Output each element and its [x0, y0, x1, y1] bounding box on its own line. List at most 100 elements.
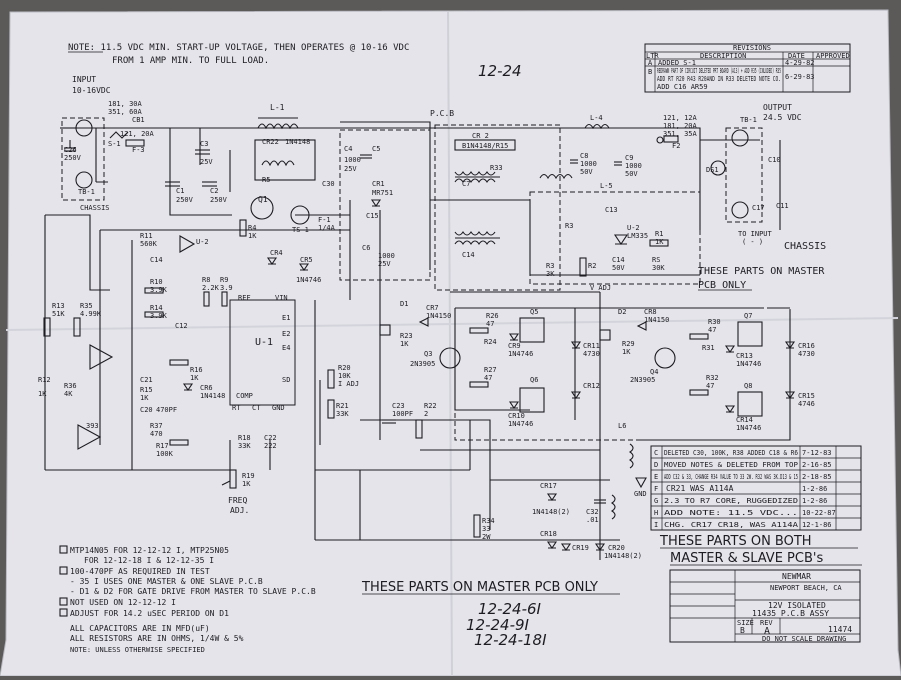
- c15-label: C15: [366, 212, 379, 220]
- output-section: OUTPUT 24.5 VDC 121, 12A 181, 20A 351, 3…: [656, 103, 826, 252]
- u1-box: [229, 299, 296, 406]
- r10-val: 3.9K: [150, 286, 168, 294]
- freq-adj-label: FREQ: [228, 496, 247, 505]
- rev-col-date: DATE: [788, 52, 805, 60]
- r20-val: 10K: [338, 372, 351, 380]
- cr10-label: CR10: [508, 412, 525, 420]
- cr8-type: 1N4150: [644, 316, 669, 324]
- cr17-type: 1N4148(2): [532, 508, 570, 516]
- u2-left-label: U-2: [196, 238, 209, 246]
- cr22-type: 1N4148: [285, 138, 310, 146]
- ct-d-date: 2-16-85: [802, 461, 832, 469]
- r8-label: R8: [202, 276, 210, 284]
- r15-val: 1K: [140, 394, 149, 402]
- r37-label: R37: [150, 422, 163, 430]
- note-8: ALL RESISTORS ARE IN OHMS, 1/4W & 5%: [70, 634, 244, 643]
- to-input-sign: ( - ): [742, 238, 763, 246]
- q5-symbol: [519, 317, 545, 343]
- r3-label-left: R3: [565, 222, 573, 230]
- l4-label: L-4: [590, 114, 603, 122]
- drawing-title-2: 11435 P.C.B ASSY: [752, 609, 829, 618]
- r1-val: 1K: [655, 238, 664, 246]
- cr11-val: 4730: [583, 350, 600, 358]
- r13-label: R13: [52, 302, 65, 310]
- q1-area: Q1 TS-1 R4 1K R5 F-1 1/4A C30 CR1 MR751 …: [239, 176, 395, 284]
- l1-label: L-1: [270, 103, 285, 112]
- r37-val: 470: [150, 430, 163, 438]
- r19-label: R19: [242, 472, 255, 480]
- r20-label: R20: [338, 364, 351, 372]
- ct-d-desc: MOVED NOTES & DELETED FROM TOP: [664, 461, 798, 469]
- r9-val: 3.9: [220, 284, 233, 292]
- c14-v: 50V: [612, 264, 625, 272]
- f1-val: 1/4A: [318, 224, 336, 232]
- inductor-l1: L-1: [257, 103, 299, 130]
- revisions-table: REVISIONS LTR DESCRIPTION DATE APPROVED …: [644, 43, 851, 93]
- q5-label: Q5: [530, 308, 538, 316]
- cr14-type: 1N4746: [736, 424, 761, 432]
- svg-text:COMP: COMP: [236, 392, 253, 400]
- rev-b-desc: REDRAWN PART OF CIRCUIT DELETED PRT BOAR…: [657, 67, 781, 75]
- svg-text:REF: REF: [238, 294, 251, 302]
- q1-label: Q1: [258, 195, 268, 204]
- cr11-label: CR11: [583, 342, 600, 350]
- r8-val: 2.2K: [202, 284, 220, 292]
- r15-label: R15: [140, 386, 153, 394]
- ct-f-ltr: F: [654, 485, 658, 493]
- r29-label: R29: [622, 340, 635, 348]
- cr22-label: CR22: [262, 138, 279, 146]
- ct-h-date: 10-22-87: [802, 509, 836, 517]
- r32-val: 47: [706, 382, 714, 390]
- c6-val: 1000: [378, 252, 395, 260]
- r22-val: 2: [424, 410, 428, 418]
- input-label: INPUT: [72, 75, 96, 84]
- v-adj-label: V ADJ: [590, 284, 611, 292]
- note-line-1: NOTE: 11.5 VDC MIN. START-UP VOLTAGE, TH…: [68, 43, 409, 53]
- size-label: SIZE: [737, 619, 754, 627]
- caps-left: C1 250V C2 250V C3 25V: [165, 140, 228, 204]
- cr5-type: 1N4746: [296, 276, 321, 284]
- out-fuse-2: 181, 20A: [663, 122, 698, 130]
- cr14-label: CR14: [736, 416, 753, 424]
- s1-label: S-1: [108, 140, 121, 148]
- svg-text:CT: CT: [252, 404, 261, 412]
- rev-a-desc: ADDED S-1: [658, 59, 696, 67]
- r20-area: R20 10K I ADJ R21 33K C23 100PF R22 2: [327, 364, 437, 439]
- ct-c-ltr: C: [654, 449, 658, 457]
- svg-text:RT: RT: [232, 404, 241, 412]
- q8-label: Q8: [744, 382, 752, 390]
- rev-col-ltr: LTR: [646, 52, 659, 60]
- cr15-label: CR15: [798, 392, 815, 400]
- rev-b-ltr: B: [648, 68, 652, 76]
- transformer: CR 2 B1N4148/R15 R33 C7 C14: [454, 132, 516, 259]
- r10-label: R10: [150, 278, 163, 286]
- r22-label: R22: [424, 402, 437, 410]
- master-slave-region: [454, 307, 791, 441]
- note-9: NOTE: UNLESS OTHERWISE SPECIFIED: [70, 646, 205, 654]
- ct-h-ltr: H: [654, 509, 658, 517]
- l6-label: L6: [618, 422, 626, 430]
- r29-val: 1K: [622, 348, 631, 356]
- c3-label: C3: [200, 140, 208, 148]
- rs-label: RS: [652, 256, 660, 264]
- company-city: NEWPORT BEACH, CA: [770, 584, 842, 592]
- cr7-label: CR7: [426, 304, 439, 312]
- bottom-notes: MTP14N05 FOR 12-12-12 I, MTP25N05 FOR 12…: [59, 545, 316, 654]
- freq-adj-label-2: ADJ.: [230, 506, 249, 515]
- drawing-id: 12-24: [478, 62, 522, 80]
- input-section: INPUT 10-16VDC 181, 30A 351, 60A CB1 S-1…: [60, 75, 155, 212]
- pcb-label: P.C.B: [430, 109, 454, 118]
- u1-label: U-1: [255, 337, 273, 348]
- r12-val: 1K: [38, 390, 47, 398]
- q4-symbol: [654, 347, 676, 369]
- c22-label: C22: [264, 434, 277, 442]
- c4-val: 1000: [344, 156, 361, 164]
- r16-label: R16: [190, 366, 203, 374]
- input-range: 10-16VDC: [72, 86, 111, 95]
- c6-label: C6: [362, 244, 370, 252]
- ct-i-ltr: I: [654, 521, 658, 529]
- rev-col-desc: DESCRIPTION: [700, 52, 746, 60]
- r20-adj: I ADJ: [338, 380, 359, 388]
- ct-c-desc: DELETED C30, 100K, R38 ADDED C18 & R6: [664, 449, 798, 457]
